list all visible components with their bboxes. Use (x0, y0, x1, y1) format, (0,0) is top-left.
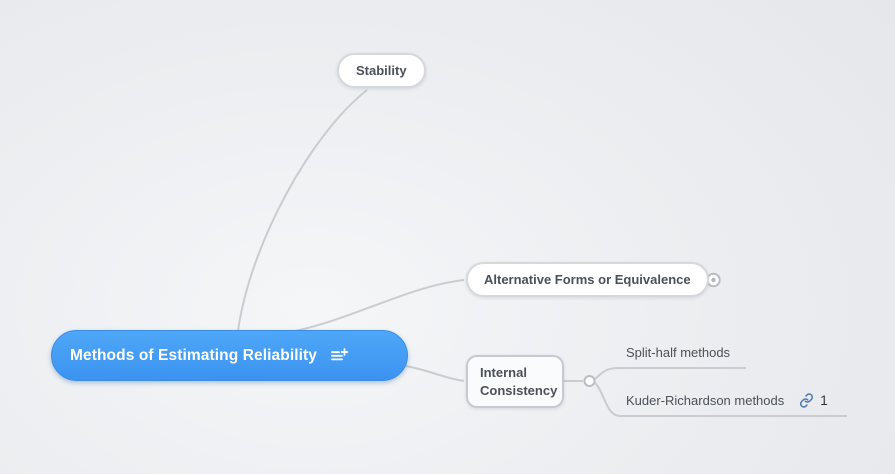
add-note-icon[interactable] (330, 348, 349, 363)
node-kuder-richardson-label: Kuder-Richardson methods (626, 393, 785, 408)
root-node-label: Methods of Estimating Reliability (70, 346, 318, 364)
connector-kuder-richardson (594, 382, 847, 417)
node-stability-label: Stability (356, 63, 407, 78)
connector-root-internal (405, 365, 465, 382)
connector-root-alternative (294, 279, 465, 332)
collapsed-indicator-dot (711, 277, 716, 283)
node-internal-consistency-label: Internal Consistency (480, 364, 558, 398)
root-node[interactable]: Methods of Estimating Reliability (51, 330, 408, 381)
link-icon (800, 393, 814, 408)
node-alternative-forms-label: Alternative Forms or Equivalence (484, 272, 691, 287)
node-alternative-forms[interactable]: Alternative Forms or Equivalence (466, 262, 709, 297)
node-stability[interactable]: Stability (337, 53, 426, 88)
node-internal-consistency[interactable]: Internal Consistency (466, 355, 564, 408)
node-split-half[interactable]: Split-half methods (626, 345, 730, 360)
link-badge[interactable]: 1 (799, 393, 828, 408)
node-split-half-label: Split-half methods (626, 345, 731, 360)
connector-split-half (594, 367, 746, 380)
link-count: 1 (820, 393, 828, 408)
node-kuder-richardson[interactable]: Kuder-Richardson methods 1 (626, 393, 828, 408)
branch-toggle-internal[interactable] (583, 375, 596, 387)
connector-root-stability (237, 89, 368, 332)
